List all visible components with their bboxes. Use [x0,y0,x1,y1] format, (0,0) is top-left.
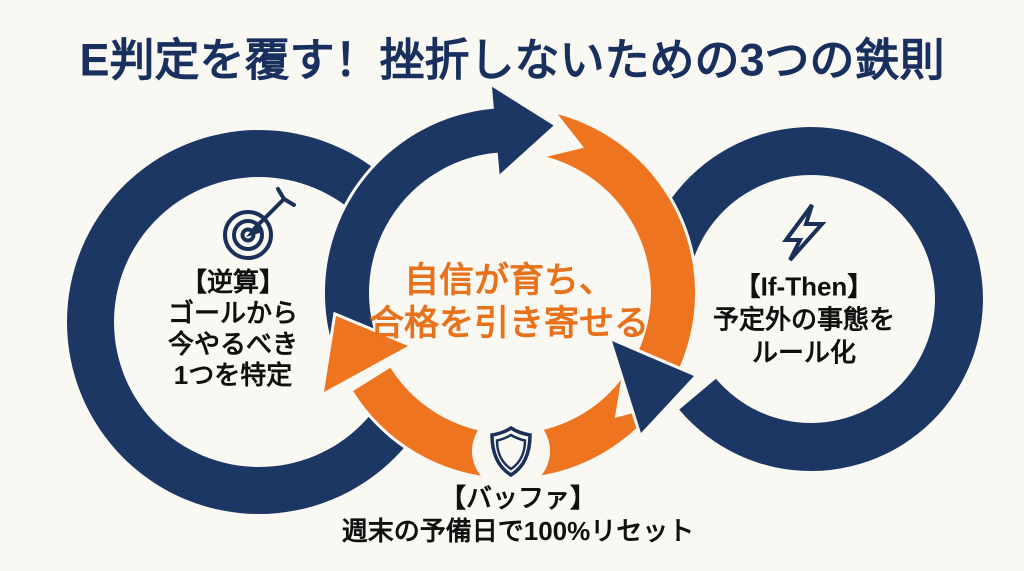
right-circle-line-2: 予定外の事態を [712,304,896,335]
shield-backdrop [472,412,550,490]
target-icon [223,187,296,260]
right-circle-line-3: ルール化 [751,337,857,368]
cycle-orange-arc-bottom [353,367,656,479]
shield-icon [490,425,532,478]
page-title: E判定を覆す！挫折しないための3つの鉄則 [79,34,945,86]
cycle-orange-arrowhead [320,311,415,398]
left-circle-line-2: ゴールから [167,298,299,328]
center-disc [322,105,698,481]
bottom-item-label: 【バッファ】 週末の予備日で100%リセット [342,482,695,548]
left-circle-line-4: 1つを特定 [173,360,293,390]
left-circle-label: 【逆算】 ゴールから 今やるべき 1つを特定 [168,267,298,391]
right-circle-line-1: 【If-Then】 [734,271,874,302]
cycle-navy-arc [324,108,506,372]
left-circle-line-3: 今やるべき [167,329,299,359]
bottom-item-line-1: 【バッファ】 [439,483,596,513]
center-circle-line-2: 合格を引き寄せる [368,303,650,344]
center-circle-line-1: 自信が育ち、 [403,260,615,301]
cycle-orange-arc-right [546,114,696,375]
lightning-icon [782,203,827,262]
bottom-item-line-2: 週末の予備日で100%リセット [341,516,695,546]
center-circle-label: 自信が育ち、 合格を引き寄せる [369,259,649,345]
right-ring-arrowhead [607,335,700,439]
right-circle-label: 【If-Then】 予定外の事態を ルール化 [713,271,895,370]
left-circle-line-1: 【逆算】 [180,267,286,297]
